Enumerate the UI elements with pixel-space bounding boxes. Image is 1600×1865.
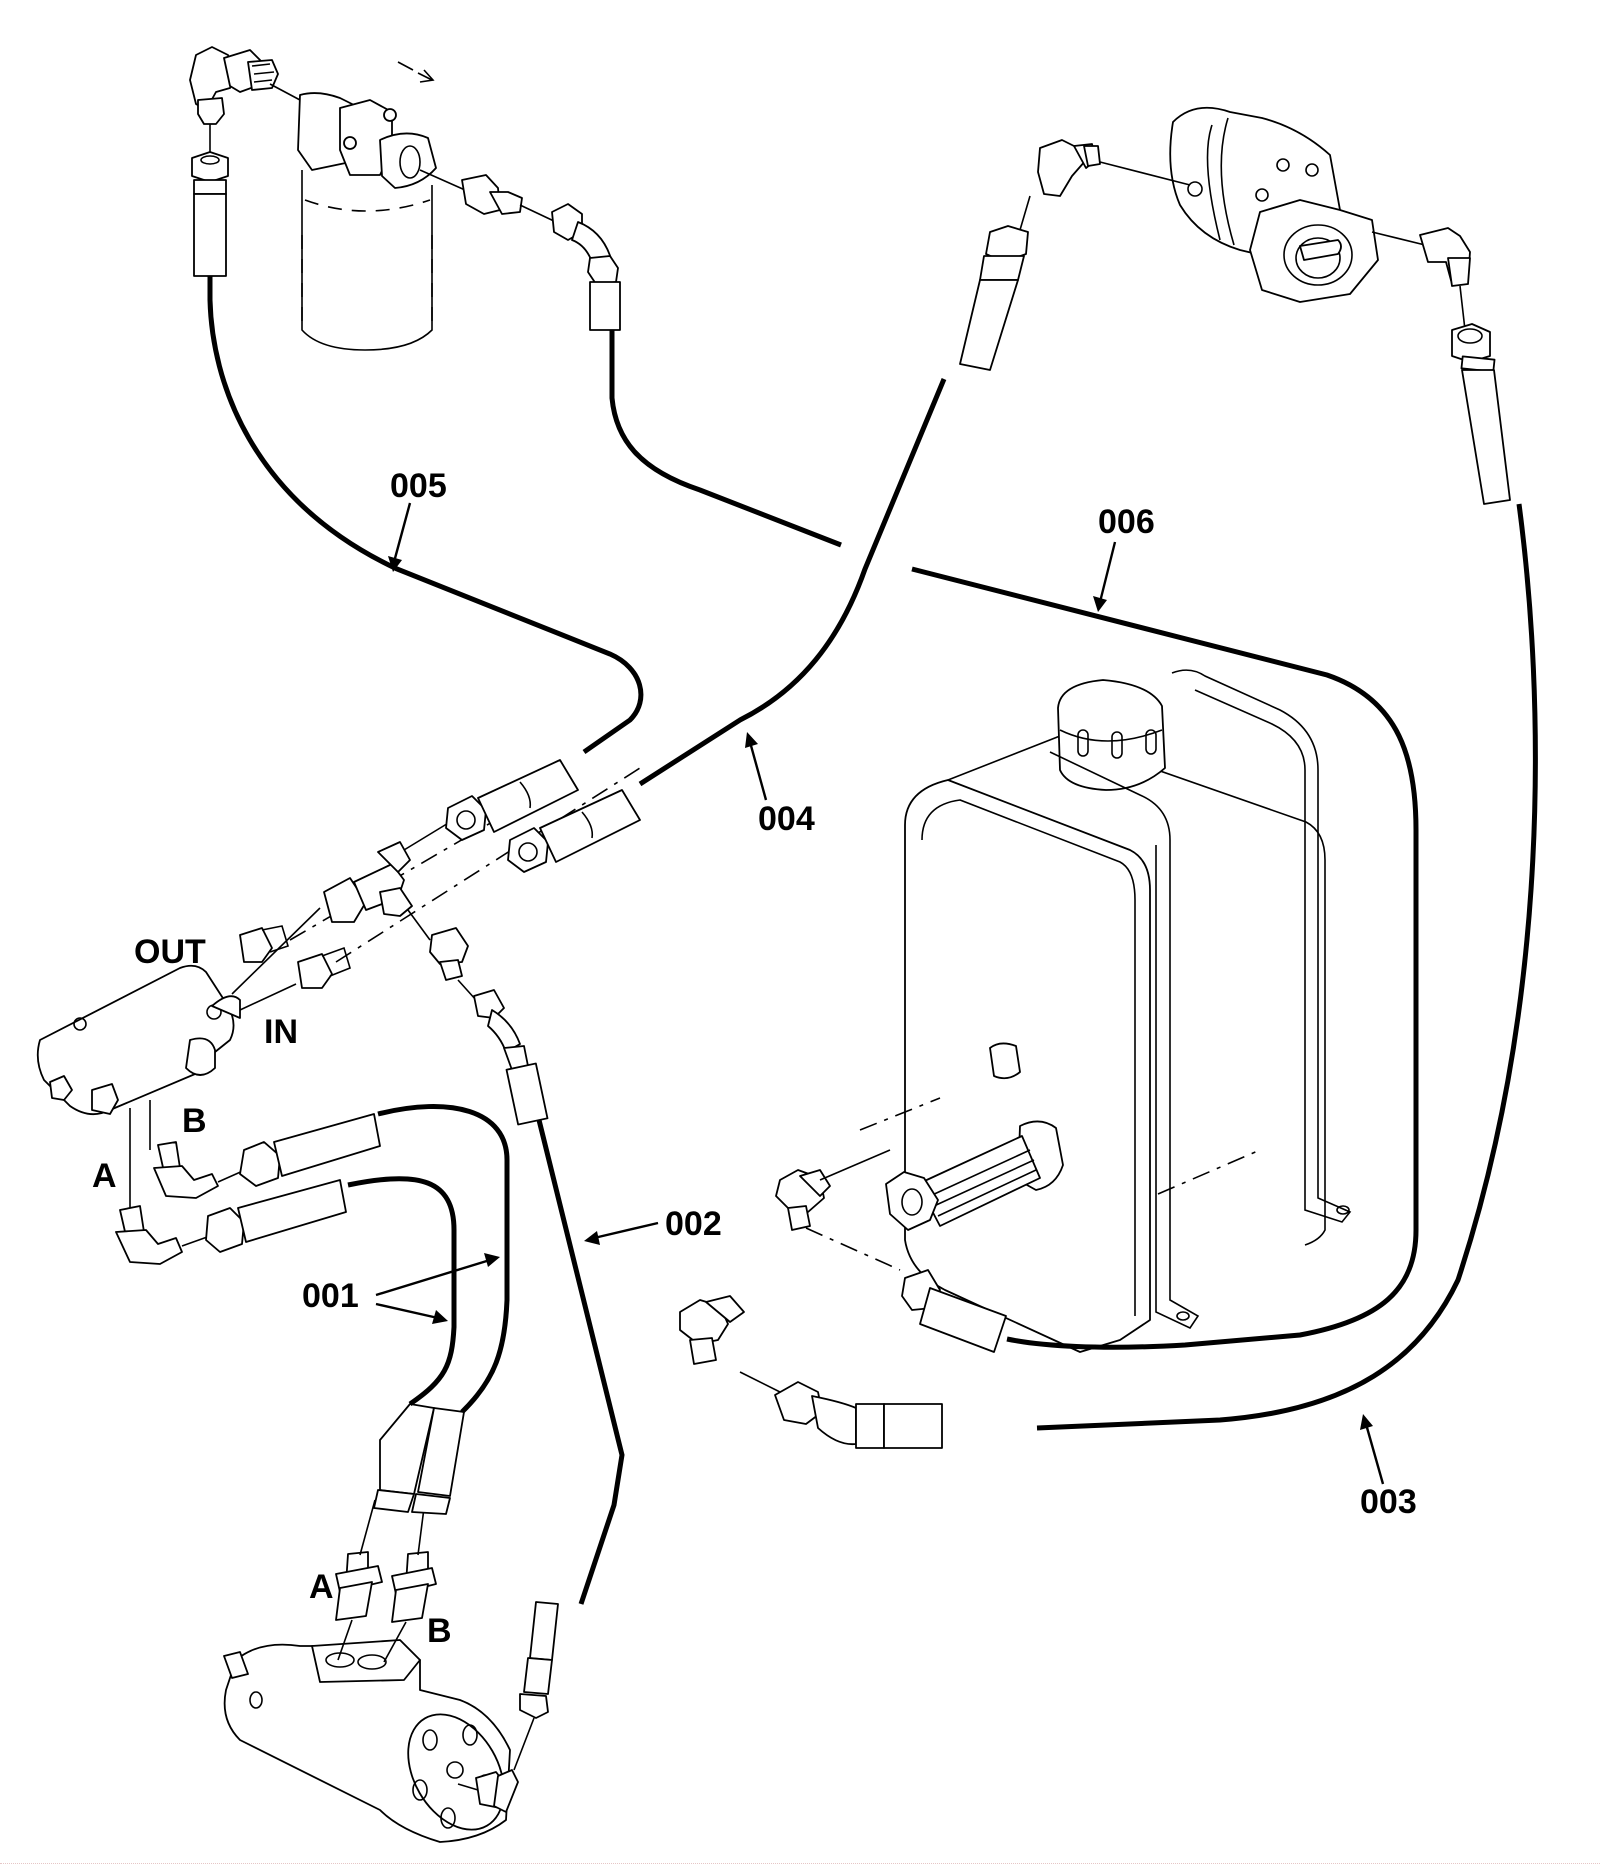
leader-006: [1093, 541, 1117, 612]
callout-001: 001: [302, 1277, 359, 1315]
leader-002: [584, 1221, 659, 1245]
port-label-motor-b: B: [427, 1612, 452, 1650]
valve-ab-elbows: [115, 1113, 381, 1265]
callout-003: 003: [1360, 1483, 1417, 1521]
tank-return-fittings: [775, 1149, 1007, 1353]
leader-003: [1360, 1414, 1385, 1485]
port-label-valve-out: OUT: [134, 933, 206, 971]
leader-005: [388, 502, 412, 572]
leader-arrows: [375, 502, 1385, 1485]
hose-005: [207, 276, 644, 755]
port-label-valve-in: IN: [264, 1013, 298, 1051]
motor-outlet-fittings: [457, 1601, 559, 1813]
pump-outlet-fittings: [1371, 227, 1511, 505]
leader-004: [745, 732, 768, 801]
port-label-valve-b: B: [182, 1102, 207, 1140]
hose-001-upper: [377, 1104, 510, 1414]
port-label-valve-a: A: [92, 1157, 117, 1195]
leader-001-b: [375, 1302, 448, 1324]
callout-labels: 005 006 004 002 001 003: [302, 467, 1417, 1521]
callout-005: 005: [390, 467, 447, 505]
hose-003: [1036, 503, 1538, 1431]
filter-inlet-elbow: [189, 46, 301, 125]
callout-006: 006: [1098, 503, 1155, 541]
hydraulic-tank: [859, 669, 1352, 1353]
port-labels: OUT IN B A A B: [92, 933, 452, 1650]
hose-002: [536, 1119, 625, 1605]
flow-control-valve: [36, 964, 241, 1215]
motor-port-fittings: [335, 1403, 465, 1663]
valve-port-fittings: [231, 767, 641, 1011]
hose-006: [911, 566, 1419, 1350]
hydraulic-motor: [223, 1639, 511, 1843]
filter-assembly: [189, 46, 621, 351]
pump-inlet-fittings: [959, 139, 1191, 371]
leader-001-a: [375, 1253, 500, 1297]
hydraulic-pump: [1169, 106, 1379, 303]
hoses: [207, 276, 1538, 1605]
callout-004: 004: [758, 800, 815, 838]
hose-005-top-end: [191, 124, 229, 277]
hose-filter-to-006: [609, 330, 842, 548]
hose-003-tank-end: [679, 1295, 943, 1449]
port-label-motor-a: A: [309, 1568, 334, 1606]
bottom-border: [0, 1863, 1600, 1864]
tee-fitting: [323, 821, 549, 1126]
hose-004: [638, 378, 947, 787]
hose-end-fittings-center: [445, 759, 641, 873]
callout-002: 002: [665, 1205, 722, 1243]
filter-canister: [297, 92, 437, 351]
filter-outlet-fittings: [419, 169, 621, 331]
flow-direction-arrow-icon: [397, 61, 435, 83]
hose-001-lower: [347, 1176, 457, 1407]
